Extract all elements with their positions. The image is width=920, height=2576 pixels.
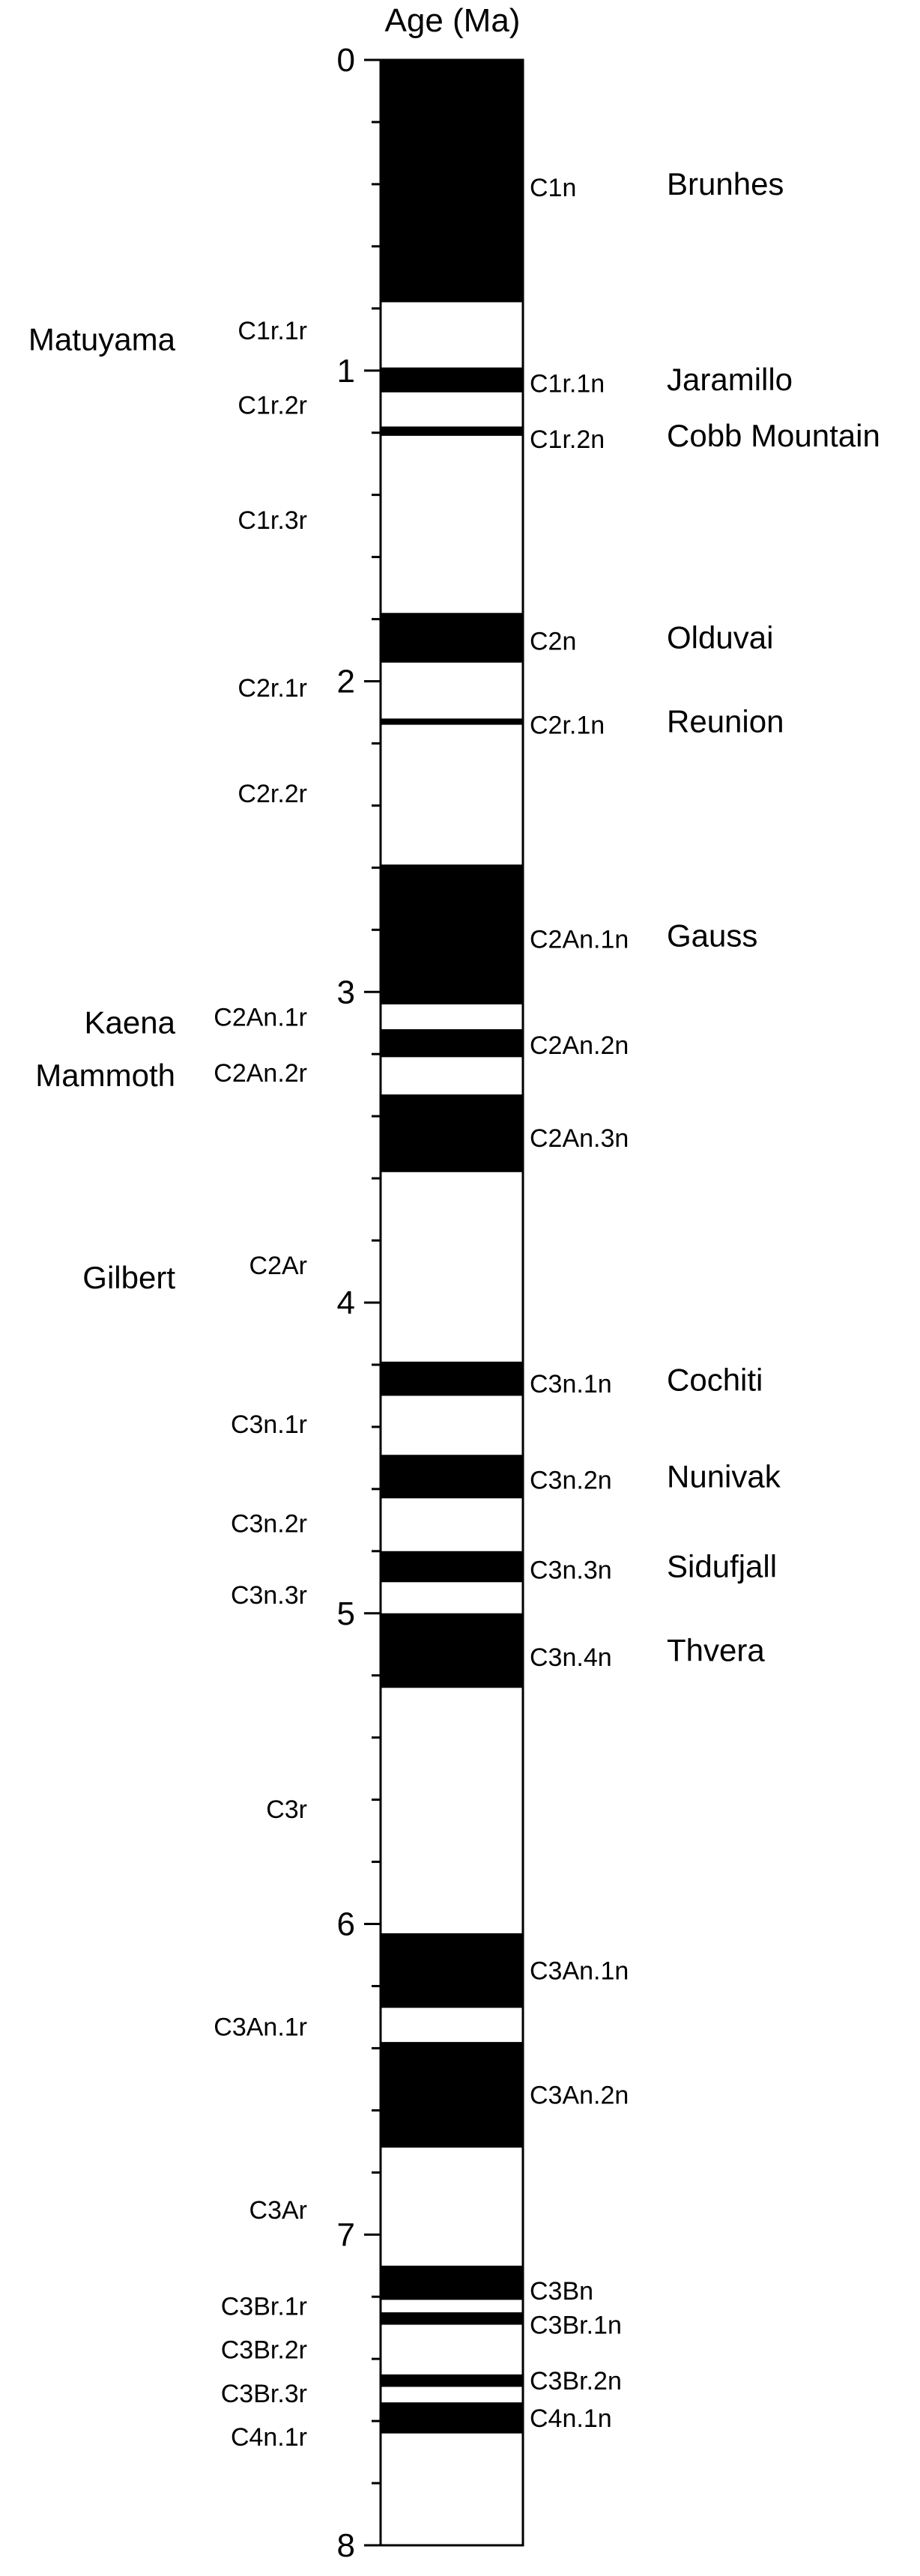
- reversed-label-c3br-2r: C3Br.2r: [221, 2336, 307, 2365]
- reversed-label-c3br-1r: C3Br.1r: [221, 2293, 307, 2321]
- normal-interval-c3br-2n: [381, 2374, 523, 2387]
- normal-subchron-labels: C1nC1r.1nC1r.2nC2nC2r.1nC2An.1nC2An.2nC2…: [530, 174, 629, 2433]
- normal-interval-c3br-1n: [381, 2312, 523, 2325]
- normal-label-c1r-1n: C1r.1n: [530, 369, 605, 398]
- normal-label-c3an-1n: C3An.1n: [530, 1957, 629, 1986]
- normal-label-c4n-1n: C4n.1n: [530, 2404, 612, 2433]
- normal-label-c3n-2n: C3n.2n: [530, 1466, 612, 1494]
- tick-label-5: 5: [337, 1595, 355, 1632]
- normal-interval-c1r-1n: [381, 367, 523, 393]
- normal-label-c2an-1n: C2An.1n: [530, 926, 629, 954]
- normal-label-c2n: C2n: [530, 628, 576, 656]
- normal-label-c2r-1n: C2r.1n: [530, 712, 605, 740]
- normal-label-c1n: C1n: [530, 174, 576, 202]
- event-name-cochiti: Cochiti: [667, 1363, 763, 1398]
- event-name-cobb-mountain: Cobb Mountain: [667, 418, 880, 453]
- normal-label-c1r-2n: C1r.2n: [530, 425, 605, 454]
- event-name-reunion: Reunion: [667, 703, 784, 739]
- normal-label-c3n-4n: C3n.4n: [530, 1643, 612, 1672]
- event-name-matuyama: Matuyama: [28, 321, 176, 357]
- normal-interval-c2an-3n: [381, 1094, 523, 1172]
- event-name-nunivak: Nunivak: [667, 1458, 781, 1494]
- normal-label-c3n-3n: C3n.3n: [530, 1557, 612, 1585]
- age-axis-tick-labels: 0 1 2 3 4 5 6 7 8: [337, 42, 355, 2564]
- polarity-column: [381, 60, 523, 2434]
- reversed-label-c2an-1r: C2An.1r: [214, 1003, 307, 1031]
- tick-label-3: 3: [337, 974, 355, 1010]
- normal-label-c3br-2n: C3Br.2n: [530, 2367, 622, 2395]
- event-name-gilbert: Gilbert: [82, 1260, 175, 1295]
- normal-label-c3an-2n: C3An.2n: [530, 2082, 629, 2110]
- normal-interval-c3an-2n: [381, 2042, 523, 2148]
- event-name-olduvai: Olduvai: [667, 619, 773, 655]
- normal-label-c2an-2n: C2An.2n: [530, 1031, 629, 1060]
- event-name-brunhes: Brunhes: [667, 166, 784, 201]
- reversed-label-c3n-1r: C3n.1r: [231, 1410, 307, 1439]
- normal-interval-c3an-1n: [381, 1933, 523, 2008]
- reversed-label-c3n-2r: C3n.2r: [231, 1509, 307, 1538]
- event-name-thvera: Thvera: [667, 1633, 765, 1668]
- tick-label-8: 8: [337, 2527, 355, 2564]
- reversed-label-c2ar: C2Ar: [249, 1252, 307, 1280]
- reversed-label-c3r: C3r: [266, 1795, 307, 1824]
- tick-label-1: 1: [337, 353, 355, 390]
- normal-interval-c4n-1n: [381, 2402, 523, 2434]
- axis-title: Age (Ma): [385, 2, 521, 39]
- event-name-mammoth: Mammoth: [35, 1058, 175, 1093]
- normal-interval-c3n-4n: [381, 1613, 523, 1688]
- event-name-jaramillo: Jaramillo: [667, 362, 793, 397]
- normal-interval-c3n-3n: [381, 1551, 523, 1583]
- normal-label-c2an-3n: C2An.3n: [530, 1124, 629, 1153]
- normal-label-c3n-1n: C3n.1n: [530, 1370, 612, 1398]
- normal-interval-c3n-2n: [381, 1455, 523, 1499]
- reversed-label-c3n-3r: C3n.3r: [231, 1581, 307, 1610]
- normal-interval-c2an-2n: [381, 1029, 523, 1058]
- tick-label-0: 0: [337, 42, 355, 79]
- reversed-label-c3an-1r: C3An.1r: [214, 2013, 307, 2041]
- reversed-label-c4n-1r: C4n.1r: [231, 2423, 307, 2452]
- event-name-sidufjall: Sidufjall: [667, 1549, 777, 1584]
- reversed-label-c1r-2r: C1r.2r: [237, 391, 307, 419]
- reversed-label-c2an-2r: C2An.2r: [214, 1059, 307, 1088]
- normal-interval-c2r-1n: [381, 718, 523, 725]
- tick-label-2: 2: [337, 664, 355, 700]
- normal-interval-c2an-1n: [381, 864, 523, 1004]
- age-axis-ticks: [364, 58, 381, 2547]
- normal-label-c3br-1n: C3Br.1n: [530, 2312, 622, 2340]
- tick-label-6: 6: [337, 1906, 355, 1943]
- event-name-kaena: Kaena: [85, 1005, 176, 1040]
- normal-interval-c1n: [381, 60, 523, 303]
- tick-label-4: 4: [337, 1285, 355, 1321]
- reversed-label-c1r-1r: C1r.1r: [237, 317, 307, 345]
- reversed-label-c1r-3r: C1r.3r: [237, 506, 307, 535]
- normal-label-c3bn: C3Bn: [530, 2277, 593, 2306]
- reversed-label-c3ar: C3Ar: [249, 2196, 307, 2225]
- reversed-label-c2r-2r: C2r.2r: [237, 780, 307, 808]
- reversed-subchron-labels: C1r.1rC1r.2rC1r.3rC2r.1rC2r.2rC2An.1rC2A…: [214, 317, 307, 2452]
- normal-interval-c2n: [381, 613, 523, 663]
- normal-interval-c3n-1n: [381, 1361, 523, 1396]
- reversed-label-c3br-3r: C3Br.3r: [221, 2380, 307, 2408]
- event-name-gauss: Gauss: [667, 918, 757, 954]
- tick-label-7: 7: [337, 2216, 355, 2253]
- reversed-label-c2r-1r: C2r.1r: [237, 674, 307, 703]
- normal-interval-c3bn: [381, 2265, 523, 2300]
- normal-interval-c1r-2n: [381, 426, 523, 436]
